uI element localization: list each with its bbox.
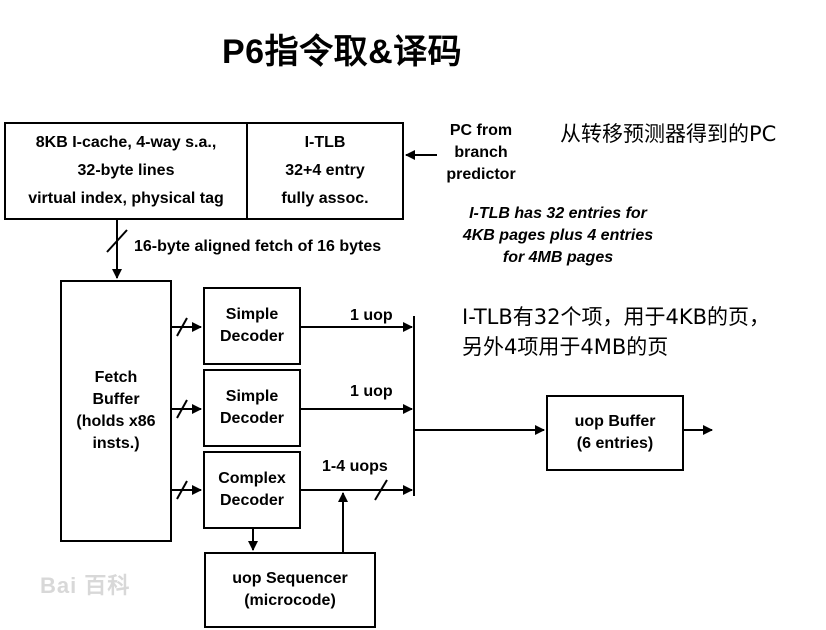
- uop-buffer-line1: uop Buffer: [574, 413, 656, 430]
- pc-line2: branch: [454, 144, 508, 161]
- uop-sequencer-box: uop Sequencer (microcode): [204, 552, 376, 628]
- icache-line1: 8KB I-cache, 4-way s.a.,: [35, 134, 217, 151]
- pc-source-label: PC from branch predictor: [432, 120, 530, 186]
- itlb-note-cn: I-TLB有32个项，用于4KB的页， 另外4项用于4MB的页: [462, 302, 770, 362]
- itlb-note: I-TLB has 32 entries for 4KB pages plus …: [438, 203, 678, 269]
- itlb-note-line3: for 4MB pages: [502, 249, 614, 266]
- decoder-2-line1: Simple: [225, 388, 279, 405]
- complex-decoder: Complex Decoder: [203, 451, 301, 529]
- icache-line3: virtual index, physical tag: [28, 190, 224, 207]
- pc-note-cn: 从转移预测器得到的PC: [560, 122, 777, 146]
- uops-slash: [374, 479, 388, 501]
- simple-decoder-1: Simple Decoder: [203, 287, 301, 365]
- decoder-3-line1: Complex: [218, 470, 286, 487]
- slash-2: [176, 399, 188, 419]
- fetch-buffer-line2: Buffer: [92, 391, 140, 408]
- uop-buffer-box: uop Buffer (6 entries): [546, 395, 684, 471]
- fetch-buffer-box: Fetch Buffer (holds x86 insts.): [60, 280, 172, 542]
- uop-buffer-line2: (6 entries): [576, 435, 654, 452]
- itlb-note-cn-line1: I-TLB有32个项，用于4KB的页，: [462, 305, 771, 329]
- sequencer-line2: (microcode): [244, 592, 336, 609]
- fetch-buffer-line3: (holds x86: [76, 413, 156, 430]
- pc-line3: predictor: [446, 166, 516, 183]
- fetch-width-slash: [106, 229, 128, 253]
- itlb-note-line1: I-TLB has 32 entries for: [469, 205, 647, 222]
- fetch-buffer-line1: Fetch: [94, 369, 138, 386]
- slash-1: [176, 317, 188, 337]
- itlb-box: I-TLB 32+4 entry fully assoc.: [246, 122, 404, 220]
- itlb-note-cn-line2: 另外4项用于4MB的页: [462, 335, 669, 359]
- icache-line2: 32-byte lines: [77, 162, 175, 179]
- decoder-2-output: 1 uop: [350, 383, 393, 400]
- baike-watermark: Bai 百科: [40, 573, 131, 598]
- fetch-label: 16-byte aligned fetch of 16 bytes: [134, 238, 382, 255]
- itlb-note-line2: 4KB pages plus 4 entries: [462, 227, 654, 244]
- page-title: P6指令取&译码: [222, 33, 463, 71]
- fetch-buffer-line4: insts.): [92, 435, 140, 452]
- sequencer-line1: uop Sequencer: [232, 570, 348, 587]
- decoder-1-output: 1 uop: [350, 307, 393, 324]
- simple-decoder-2: Simple Decoder: [203, 369, 301, 447]
- pc-line1: PC from: [449, 122, 513, 139]
- itlb-line2: 32+4 entry: [285, 162, 365, 179]
- decoder-1-line2: Decoder: [219, 328, 285, 345]
- itlb-line1: I-TLB: [304, 134, 346, 151]
- itlb-line3: fully assoc.: [281, 190, 369, 207]
- decoder-1-line1: Simple: [225, 306, 279, 323]
- decoder-3-output: 1-4 uops: [322, 458, 388, 475]
- decoder-3-line2: Decoder: [219, 492, 285, 509]
- decoder-2-line2: Decoder: [219, 410, 285, 427]
- icache-box: 8KB I-cache, 4-way s.a., 32-byte lines v…: [4, 122, 248, 220]
- slash-3: [176, 480, 188, 500]
